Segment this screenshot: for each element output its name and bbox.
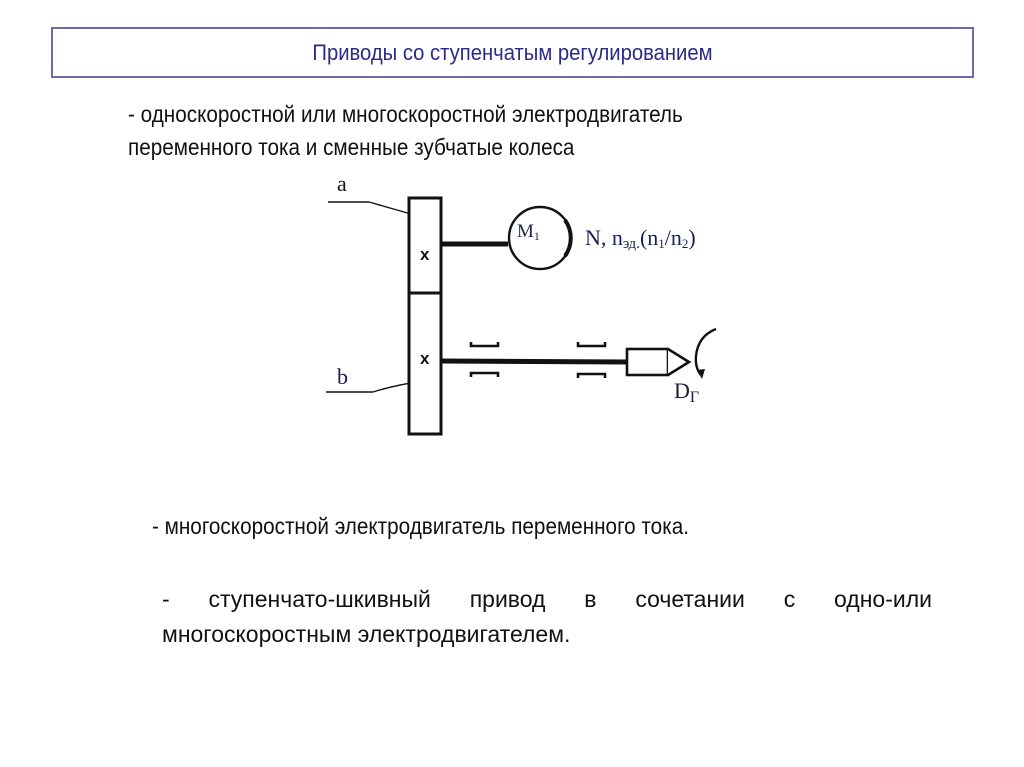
gear-wheel-icon: x	[407, 196, 443, 295]
motor-circle-icon	[507, 205, 573, 271]
bullet-3-line-1: - ступенчато-шкивный привод в сочетании …	[162, 586, 932, 612]
gear-b-label: b	[337, 364, 348, 389]
power-N: N, n	[585, 225, 623, 250]
slide-title: Приводы со ступенчатым регулированием	[312, 39, 713, 65]
power-sub: эд.	[622, 236, 640, 252]
bullet-2: - многоскоростной электродвигатель перем…	[152, 513, 689, 540]
svg-text:x: x	[420, 349, 430, 368]
leader-line-a	[328, 201, 419, 217]
ratio-sub2: 2	[681, 236, 689, 251]
ratio-close: )	[688, 225, 696, 250]
rotation-arrow-icon	[694, 327, 717, 379]
bullet-3: - ступенчато-шкивный привод в сочетании …	[162, 582, 932, 652]
diameter-main: D	[674, 378, 690, 403]
title-box: Приводы со ступенчатым регулированием	[51, 27, 974, 78]
diameter-sub: Г	[689, 389, 700, 406]
svg-text:x: x	[420, 245, 430, 264]
ratio-open: (n	[639, 225, 659, 250]
bullet-3-line-2: многоскоростным электродвигателем.	[162, 621, 571, 647]
bullet-1-line-1: - односкоростной или многоскоростной эле…	[128, 101, 683, 127]
diameter-label: DГ	[674, 378, 699, 407]
leader-line-b	[326, 380, 424, 393]
bearing-bracket-icon	[469, 342, 607, 378]
ratio-sub1: 1	[658, 236, 665, 251]
gear-wheel-icon: x	[407, 291, 443, 436]
bullet-1-line-2: переменного тока и сменные зубчатые коле…	[128, 134, 575, 160]
motor-label-sub: 1	[533, 229, 540, 243]
motor-power-label: N, nэд.(n1/n2)	[585, 225, 696, 253]
ratio-slash: /n	[664, 225, 682, 250]
motor-label-main: M	[517, 221, 534, 242]
bullet-1: - односкоростной или многоскоростной эле…	[128, 98, 683, 164]
gear-a-label: a	[337, 171, 347, 196]
motor-label: M1	[517, 221, 540, 244]
spindle-shaft-icon	[440, 358, 628, 365]
bullet-2-line-1: - многоскоростной электродвигатель перем…	[152, 513, 689, 539]
cutting-tool-icon	[625, 347, 692, 377]
